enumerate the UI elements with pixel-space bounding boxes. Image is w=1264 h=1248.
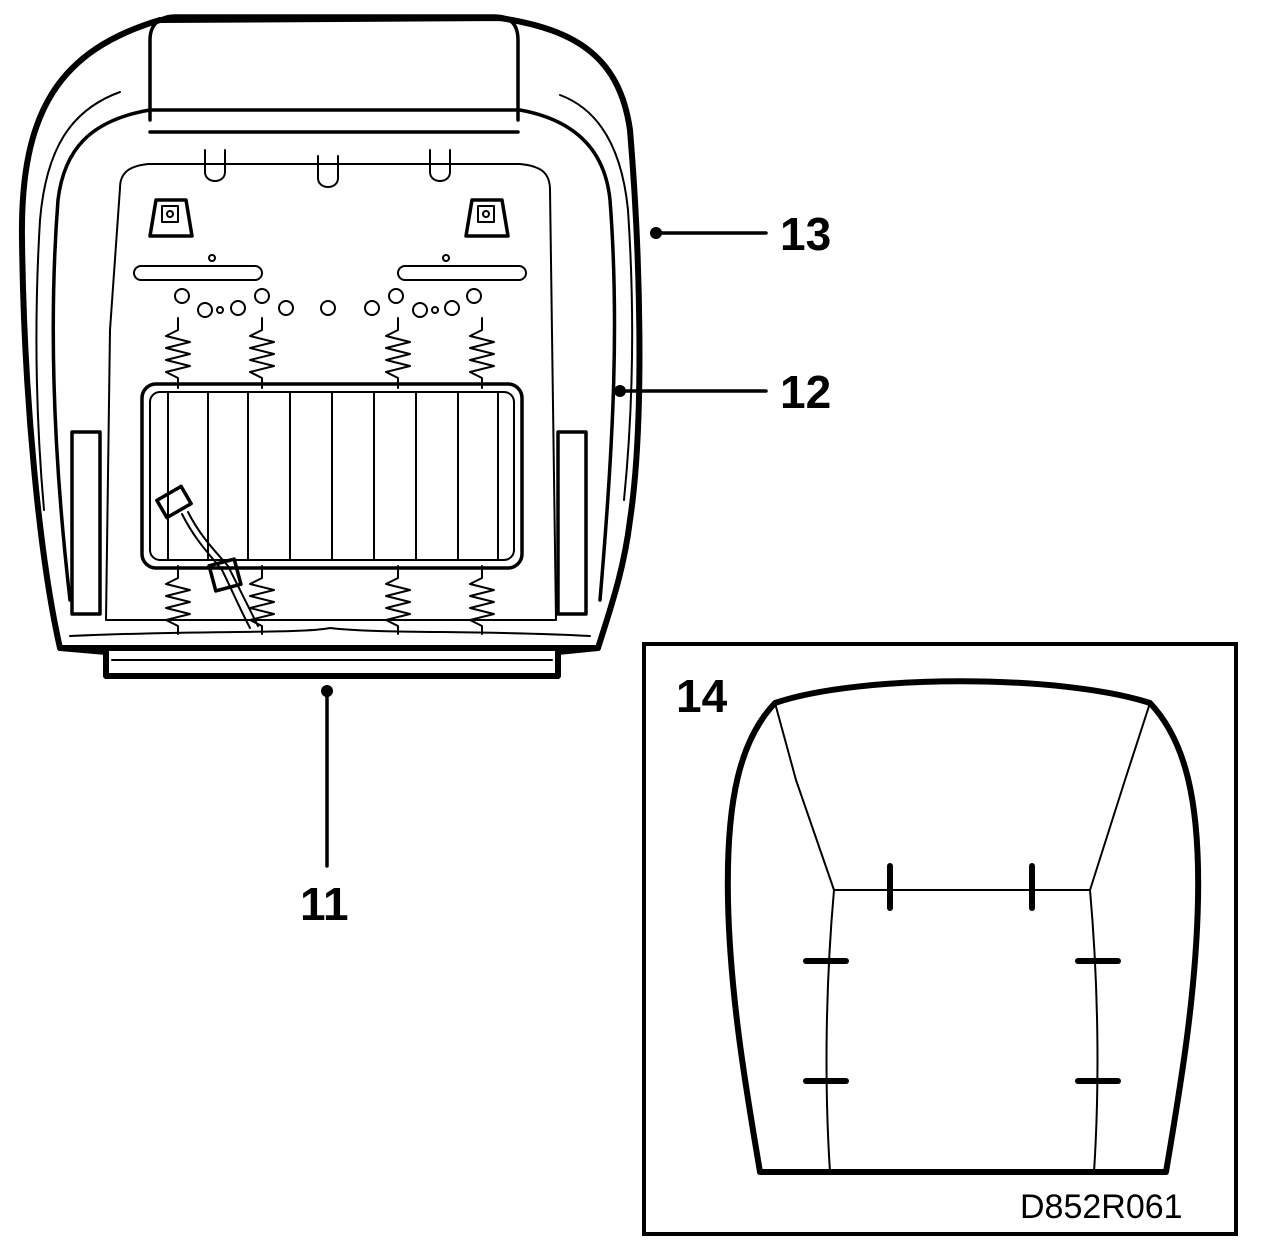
callout-trim: 13 xyxy=(650,208,831,260)
coil-spring xyxy=(165,565,191,635)
top-clips xyxy=(204,149,451,188)
pad-outline xyxy=(724,678,1202,1175)
coil-springs xyxy=(165,317,495,635)
svg-text:13: 13 xyxy=(780,208,831,260)
cover-edge-right xyxy=(559,94,634,501)
coil-spring xyxy=(469,317,495,389)
callout-frame: 11 xyxy=(300,685,349,930)
pad-ties xyxy=(803,863,1121,1084)
pad-seam-right xyxy=(1089,889,1099,1173)
wiring-harness xyxy=(155,484,259,629)
spring-wires xyxy=(167,391,499,561)
svg-text:11: 11 xyxy=(300,878,349,930)
headrest xyxy=(148,14,520,122)
spring-grid-outer xyxy=(140,382,524,570)
pad-seam-left xyxy=(825,889,835,1173)
bottom-frame xyxy=(57,645,601,679)
side-pad-right xyxy=(556,430,588,616)
connector xyxy=(207,557,243,593)
slot-right xyxy=(397,265,527,281)
svg-text:14: 14 xyxy=(676,670,728,722)
hole-row xyxy=(174,288,482,318)
mounting-bracket-right xyxy=(464,198,510,238)
coil-spring xyxy=(469,565,495,635)
outer-trim-outline xyxy=(18,15,643,651)
drawing-code: D852R061 xyxy=(1020,1188,1183,1226)
pad-seam-top xyxy=(774,702,1151,891)
inset-panel: 14 D852R061 xyxy=(642,642,1238,1236)
connector xyxy=(155,484,193,520)
seat-back-assembly xyxy=(18,14,643,679)
callout-cover: 12 xyxy=(614,366,831,418)
side-pad-left xyxy=(70,430,102,616)
coil-spring xyxy=(385,317,411,389)
back-panel xyxy=(105,163,557,621)
coil-spring xyxy=(249,317,275,389)
coil-spring xyxy=(385,565,411,635)
slot-left xyxy=(133,265,263,281)
svg-text:12: 12 xyxy=(780,366,831,418)
cover-edge-left xyxy=(35,91,121,511)
inner-cover-outline xyxy=(51,108,617,602)
mounting-bracket-left xyxy=(148,198,194,238)
coil-spring xyxy=(165,317,191,389)
inset-frame xyxy=(642,642,1238,1236)
coil-spring xyxy=(249,565,275,635)
